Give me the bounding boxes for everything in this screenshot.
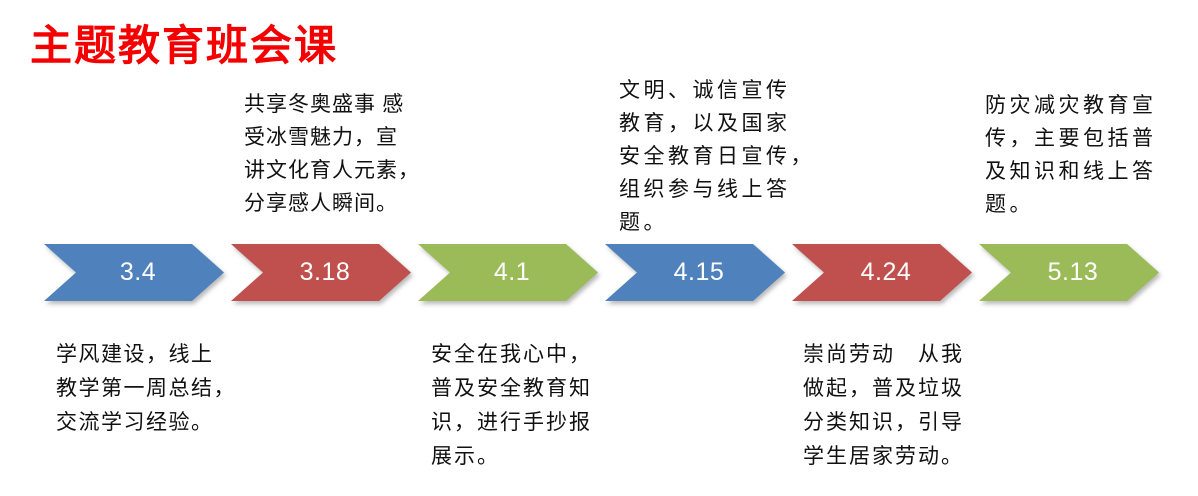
milestone-date-3: 4.1 [493,258,531,286]
milestone-date-6: 5.13 [1047,258,1099,286]
note-below-3-4: 学风建设，线上 教学第一周总结， 交流学习经验。 [56,342,236,434]
chevron-arrow-icon: 4.15 [605,244,785,301]
milestone-shape-2: 3.18 [231,244,411,301]
timeline-band: 3.4 3.18 4.1 4.15 4.24 5.13 [44,244,1174,301]
note-above-5-13: 防灾减灾教育宣 传，主要包括普 及知识和线上答 题。 [985,93,1157,216]
milestone-date-2: 3.18 [299,258,351,286]
note-above-4-15: 文明、诚信宣传 教育，以及国家 安全教育日宣传， 组织参与线上答 题。 [619,78,815,234]
milestone-date-1: 3.4 [119,258,157,286]
note-below-4-1: 安全在我心中， 普及安全教育知 识，进行手抄报 展示。 [431,342,592,468]
chevron-arrow-icon: 3.4 [44,244,224,301]
slide-title: 主题教育班会课 [30,24,339,70]
milestone-date-4: 4.15 [673,258,725,286]
note-below-4-24: 崇尚劳动 从我 做起，普及垃圾 分类知识，引导 学生居家劳动。 [803,342,964,468]
milestone-shape-1: 3.4 [44,244,224,301]
milestone-date-5: 4.24 [860,258,912,286]
chevron-arrow-icon: 4.24 [792,244,972,301]
milestone-shape-4: 4.15 [605,244,785,301]
milestone-shape-5: 4.24 [792,244,972,301]
chevron-arrow-icon: 4.1 [418,244,598,301]
chevron-arrow-icon: 5.13 [979,244,1159,301]
note-above-3-18: 共享冬奥盛事 感 受冰雪魅力，宣 讲文化育人元素， 分享感人瞬间。 [244,92,420,215]
milestone-shape-3: 4.1 [418,244,598,301]
milestone-shape-6: 5.13 [979,244,1159,301]
chevron-arrow-icon: 3.18 [231,244,411,301]
